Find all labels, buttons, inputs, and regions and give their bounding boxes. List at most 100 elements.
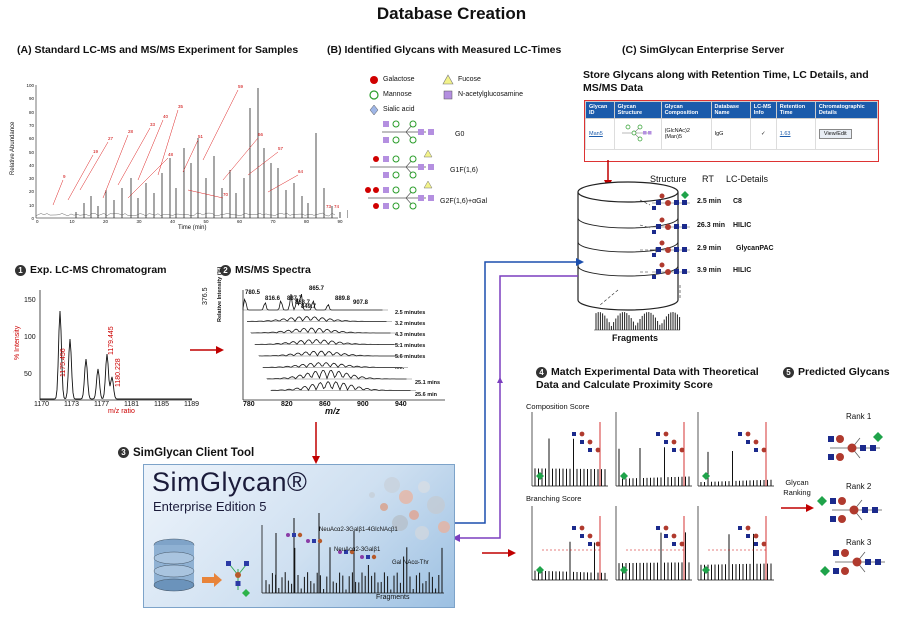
step2-spectra: Relative Intensity (%) m/z 7808208609009… <box>215 282 455 417</box>
mannose-glyph <box>672 440 677 445</box>
lcms-info-checkbox[interactable]: ✓ <box>750 119 776 150</box>
panel-a-xtick: 80 <box>304 219 309 224</box>
mannose-glyph <box>841 549 849 557</box>
mannose-glyph <box>372 555 376 559</box>
annotation-neuac-1: NeuAcα2-3Galβ1-4GlcNAcβ1 <box>319 527 398 533</box>
mannose-glyph <box>836 435 844 443</box>
svg-text:59: 59 <box>238 84 244 89</box>
db-header-structure: Structure <box>650 174 687 184</box>
fucose-glyph <box>873 432 883 442</box>
panel-c-header: (C) SimGlycan Enterprise Server <box>622 44 784 56</box>
glcnac-glyph <box>830 516 836 522</box>
step2-peak-label: 780.5 <box>245 290 260 296</box>
fucose-glyph <box>536 472 544 480</box>
fucose-glyph <box>817 496 827 506</box>
mannose-glyph <box>596 542 601 547</box>
mannose-glyph <box>754 440 759 445</box>
svg-text:70: 70 <box>223 192 229 197</box>
mannose-glyph <box>746 432 751 437</box>
table-header-cell: LC-MS Info <box>750 102 776 119</box>
panel-a-xtick: 70 <box>271 219 276 224</box>
glcnac-glyph <box>833 568 839 574</box>
panel-a-xtick: 50 <box>204 219 209 224</box>
step1-xtick: 1181 <box>124 401 139 408</box>
svg-text:66: 66 <box>258 132 264 137</box>
retention-time-link[interactable]: 1.63 <box>776 119 815 150</box>
glcnac-glyph <box>828 436 834 442</box>
glcnac-glyph <box>292 533 296 537</box>
annotation-neuac-2: NeuAcα2-3Galβ1 <box>334 547 380 553</box>
db-row-lc: HILIC <box>733 267 751 274</box>
sialic-glyph <box>306 539 310 543</box>
step2-time-label: 25.6 min <box>415 392 437 398</box>
svg-text:27: 27 <box>108 136 114 141</box>
db-row-rt: 26.3 min <box>697 222 725 229</box>
db-row-rt: 3.9 min <box>697 267 721 274</box>
svg-text:40: 40 <box>163 114 169 119</box>
peak-1175: 1175.456 <box>60 348 67 377</box>
panel-a-yticks: 1009080706050403020100 <box>20 80 34 220</box>
panel-a-ytick: 20 <box>29 189 34 194</box>
sialic-glyph <box>286 533 290 537</box>
db-fragments-label: Fragments <box>612 333 658 343</box>
step1-ytick: 100 <box>24 334 36 341</box>
glcnac-glyph <box>875 559 881 565</box>
glcnac-glyph <box>652 253 656 257</box>
mannose-glyph <box>298 533 302 537</box>
lc-ms-chromatogram-plot: 192728 334035 596657 64970 4851 7374 <box>8 80 348 240</box>
step2-peak-label: 865.7 <box>309 286 324 292</box>
database-name-cell: IgG <box>711 119 750 150</box>
step4-header: 4Match Experimental Data with Theoretica… <box>536 366 776 392</box>
panel-a-ytick: 80 <box>29 110 34 115</box>
mannose-glyph <box>746 526 751 531</box>
peak-376: 376.5 <box>202 287 209 305</box>
mannose-glyph <box>660 194 665 199</box>
glycan-structure-thumb <box>618 121 654 145</box>
glcnac-glyph <box>828 454 834 460</box>
glcnac-glyph <box>754 542 758 546</box>
glycan-id-link[interactable]: Man5 <box>586 119 615 150</box>
fucose-glyph <box>702 566 710 574</box>
step2-xtick: 860 <box>319 401 331 408</box>
glcnac-glyph <box>682 224 687 229</box>
panel-a-xtick: 30 <box>137 219 142 224</box>
sialic-glyph <box>360 555 364 559</box>
peak-1179: 1179.445 <box>108 326 115 355</box>
glcnac-glyph <box>312 539 316 543</box>
glcnac-glyph <box>682 269 687 274</box>
mannose-glyph <box>762 542 767 547</box>
svg-text:28: 28 <box>128 129 134 134</box>
glcnac-glyph <box>872 507 878 513</box>
glcnac-glyph <box>830 498 836 504</box>
client-fragments-label: Fragments <box>376 594 409 601</box>
view-edit-button[interactable]: View/Edit <box>819 129 852 139</box>
msms-spectrum-trace <box>251 328 391 333</box>
mannose-glyph <box>680 448 685 453</box>
step2-time-label: 3.2 minutes <box>395 321 425 327</box>
glcnac-glyph <box>860 445 866 451</box>
simglycan-client-panel: SimGlycan® Enterprise Edition 5 <box>143 464 455 608</box>
table-header-cell: Glycan Composition <box>661 102 711 119</box>
step5-header: 5Predicted Glycans <box>783 366 890 378</box>
step4-bullet: 4 <box>536 367 547 378</box>
step2-xtick: 900 <box>357 401 369 408</box>
glcnac-glyph <box>682 247 687 252</box>
mannose-glyph <box>665 247 671 253</box>
table-header-cell: Chromatographic Details <box>815 102 877 119</box>
glcnac-glyph <box>862 507 868 513</box>
panel-a-xtick: 40 <box>170 219 175 224</box>
step3-bullet: 3 <box>118 447 129 458</box>
msms-spectrum-trace <box>255 340 395 345</box>
glcnac-glyph <box>366 555 370 559</box>
score-spectra <box>526 400 781 586</box>
step2-peak-label: 816.6 <box>265 296 280 302</box>
msms-spectrum-trace <box>271 382 411 391</box>
db-header-lc: LC-Details <box>726 174 768 184</box>
glycan-g2f-label: G2F(1,6)+αGal <box>440 198 487 205</box>
glcnac-glyph <box>738 432 742 436</box>
mannose-glyph <box>754 534 759 539</box>
mannose-glyph <box>838 515 846 523</box>
legend-mannose: Mannose <box>383 91 412 98</box>
glycan-legend-panel: Galactose Mannose Sialic acid Fucose N-a… <box>366 70 566 230</box>
glcnac-glyph <box>746 440 750 444</box>
